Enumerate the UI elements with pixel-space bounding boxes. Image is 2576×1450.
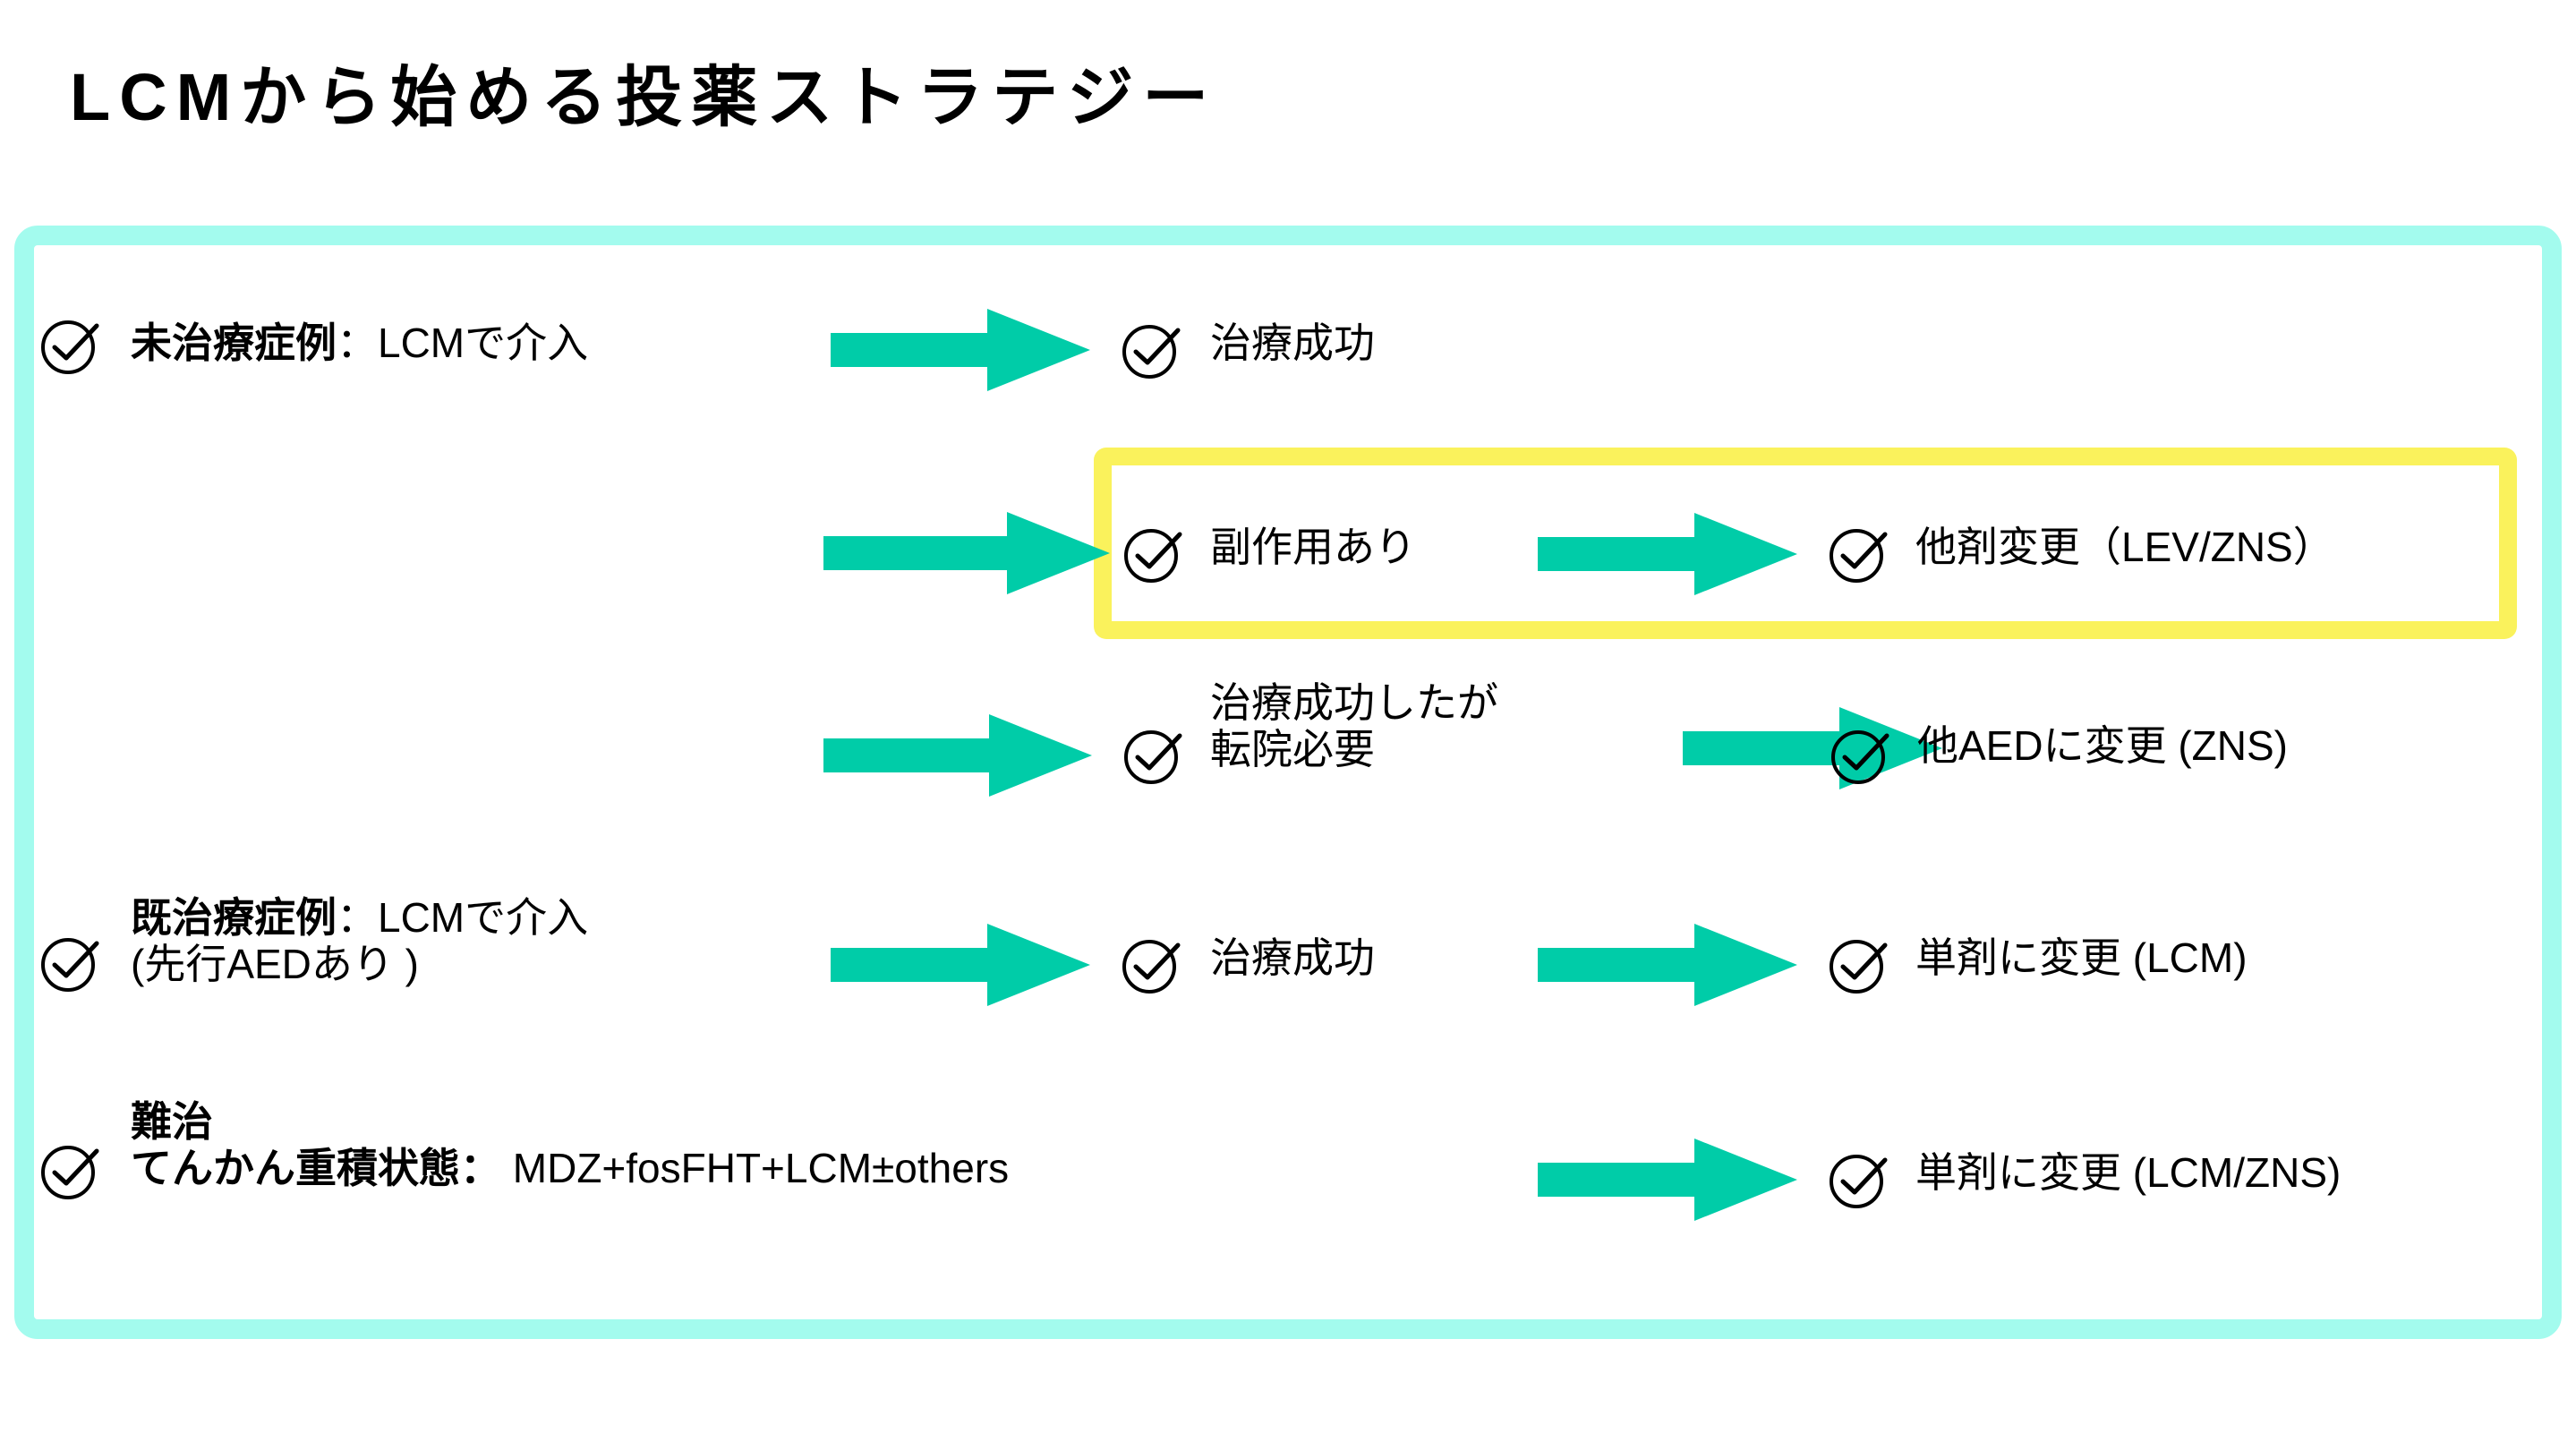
node-adverse-effect: 副作用あり xyxy=(1210,524,1416,570)
arrow-untreated-to-success xyxy=(831,309,1090,391)
node-transfer-needed-line2: 転院必要 xyxy=(1210,725,1375,772)
highlight-box-adverse-effect xyxy=(1094,448,2517,639)
node-untreated-label-rest: ：LCMで介入 xyxy=(337,320,589,366)
node-refractory-line1: 難治 xyxy=(131,1098,213,1145)
node-refractory-line2-rest: MDZ+fosFHT+LCM±others xyxy=(501,1144,1010,1191)
node-switch-drug-lev-zns: 他剤変更（LEV/ZNS） xyxy=(1915,524,2334,570)
arrow-adverse-to-switch xyxy=(1538,513,1797,595)
node-mono-lcm: 単剤に変更 (LCM) xyxy=(1915,934,2248,981)
check-circle-icon xyxy=(38,931,102,995)
node-refractory-label: 難治 てんかん重積状態： MDZ+fosFHT+LCM±others xyxy=(131,1098,1527,1192)
check-circle-icon xyxy=(1826,522,1890,586)
node-switch-other-aed-zns: 他AEDに変更 (ZNS) xyxy=(1917,722,2288,769)
node-refractory-line2-bold: てんかん重積状態： xyxy=(131,1144,501,1191)
arrow-into-adverse-effect xyxy=(823,512,1110,594)
node-treatment-success-2: 治療成功 xyxy=(1210,934,1375,981)
check-circle-icon xyxy=(1119,933,1183,997)
check-circle-icon xyxy=(1121,723,1185,788)
node-treatment-success-1: 治療成功 xyxy=(1210,320,1375,366)
check-circle-icon xyxy=(38,1139,102,1203)
check-circle-icon xyxy=(1119,318,1183,382)
diagram-frame xyxy=(14,226,2562,1339)
node-mono-lcm-zns: 単剤に変更 (LCM/ZNS) xyxy=(1915,1149,2341,1196)
arrow-success-to-mono xyxy=(1538,924,1797,1006)
node-pretreated-label: 既治療症例：LCMで介入 (先行AEDあり ) xyxy=(131,894,775,987)
node-transfer-needed-line1: 治療成功したが xyxy=(1210,679,1498,726)
node-transfer-needed: 治療成功したが 転院必要 xyxy=(1210,679,1631,772)
arrow-refractory-to-mono xyxy=(1538,1139,1797,1221)
check-circle-icon xyxy=(1826,1147,1890,1212)
node-untreated-label-bold: 未治療症例 xyxy=(131,320,337,366)
node-refractory-line2: てんかん重積状態： MDZ+fosFHT+LCM±others xyxy=(131,1144,1527,1192)
node-untreated-label: 未治療症例：LCMで介入 xyxy=(131,320,588,367)
node-pretreated-line2: (先行AEDあり ) xyxy=(131,940,419,987)
check-circle-icon xyxy=(38,313,102,378)
node-pretreated-line1: 既治療症例：LCMで介入 xyxy=(131,894,775,942)
page-title: LCMから始める投薬ストラテジー xyxy=(70,60,1218,134)
check-circle-icon xyxy=(1121,522,1185,586)
check-circle-icon xyxy=(1826,933,1890,997)
arrow-into-transfer xyxy=(823,714,1092,797)
arrow-transfer-to-aed xyxy=(1683,707,1942,789)
node-pretreated-label-rest: ：LCMで介入 xyxy=(337,894,589,941)
node-pretreated-label-bold: 既治療症例 xyxy=(131,894,337,941)
check-circle-icon xyxy=(1828,723,1892,788)
arrow-pretreated-to-success xyxy=(831,924,1090,1006)
